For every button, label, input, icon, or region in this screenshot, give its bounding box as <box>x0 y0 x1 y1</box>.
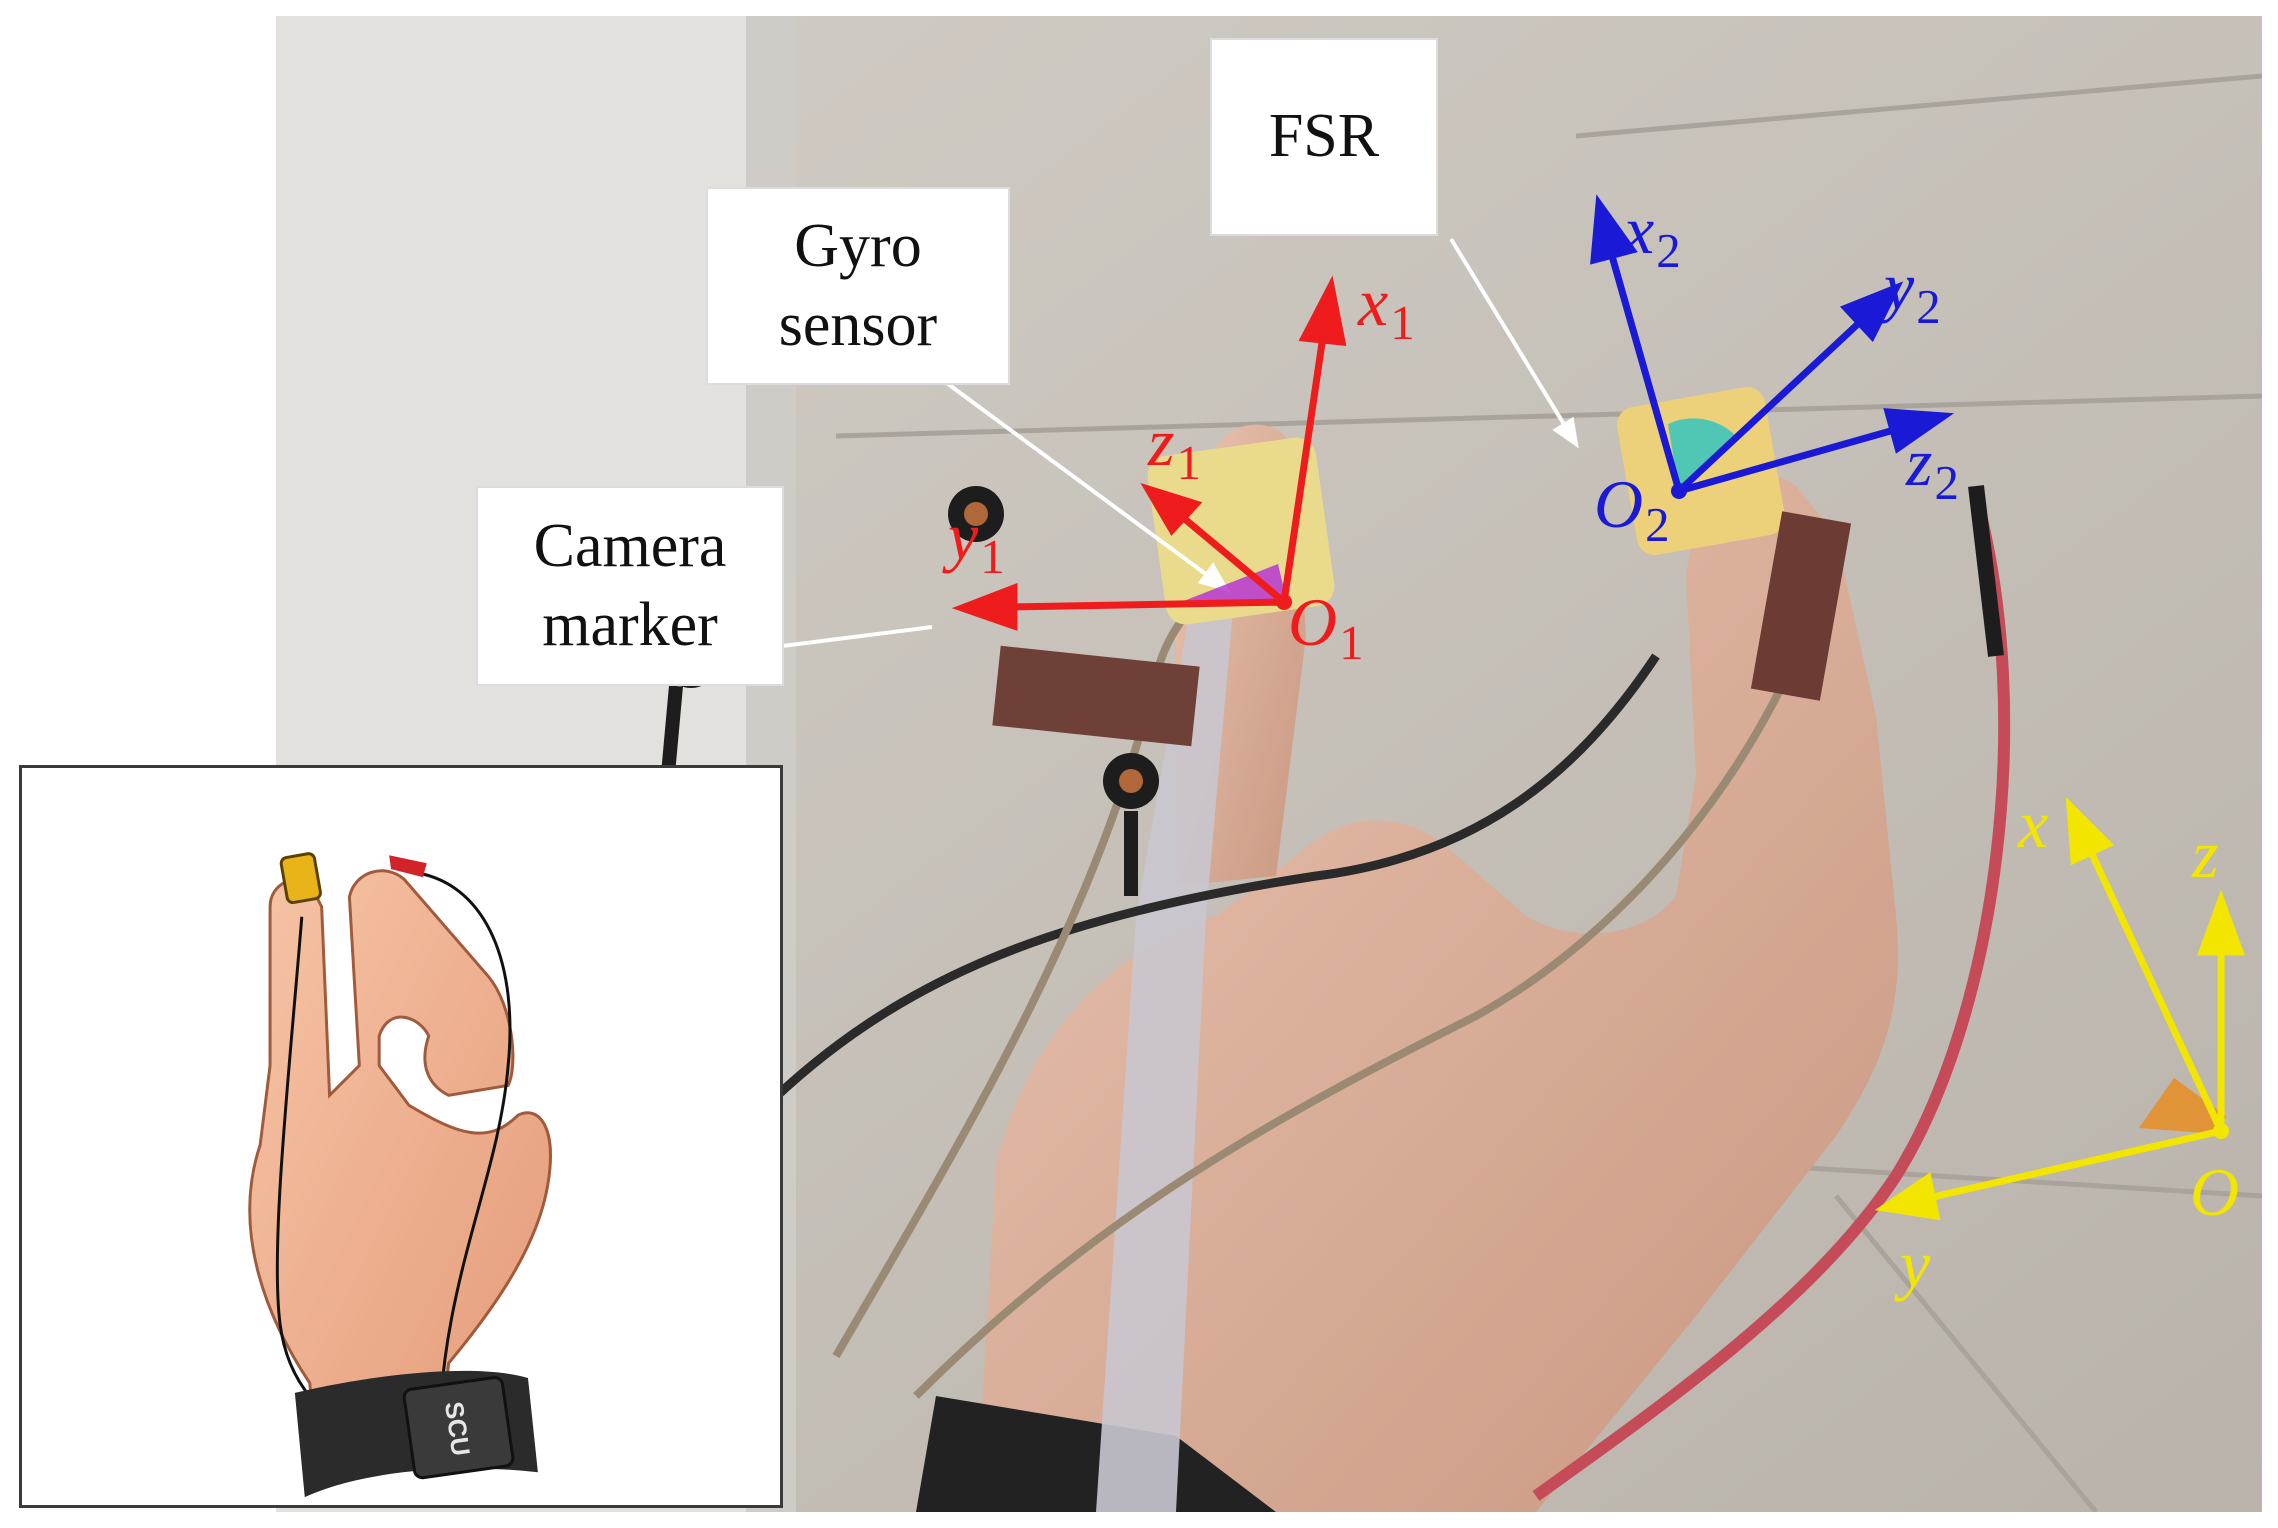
scu-box <box>402 1376 515 1480</box>
gyro-label-line1: Gyro <box>794 211 922 280</box>
frame1-y-label: y1 <box>948 498 1005 584</box>
frame1-z-label: z1 <box>1148 404 1201 490</box>
frame1-origin-label: O1 <box>1288 584 1364 670</box>
gyro-sensor-callout: Gyro sensor <box>706 187 1010 385</box>
frame2-axes <box>1590 194 1955 499</box>
hand-illustration-inset: SCU <box>19 765 783 1508</box>
fsr-label: FSR <box>1268 102 1380 171</box>
world-axes <box>1874 796 2246 1221</box>
gyro-label-line2: sensor <box>778 291 938 359</box>
frame2-x-label: x2 <box>1624 192 1681 278</box>
world-origin-label: O <box>2190 1154 2240 1230</box>
world-x-label: x <box>2018 786 2049 862</box>
frame2-origin-label: O2 <box>1594 466 1670 552</box>
frame1-x-label: x1 <box>1358 264 1415 350</box>
fsr-callout: FSR <box>1210 38 1438 236</box>
frame2-y-label: y2 <box>1884 248 1941 334</box>
hand-illustration: SCU <box>248 852 552 1498</box>
camera-marker-callout: Camera marker <box>476 486 784 686</box>
world-z-label: z <box>2192 816 2219 892</box>
world-y-label: y <box>1900 1226 1931 1302</box>
camera-label-line1: Camera <box>533 511 727 580</box>
hand-shape <box>248 869 552 1484</box>
frame2-z-label: z2 <box>1906 424 1959 510</box>
camera-label-line2: marker <box>542 591 718 659</box>
frame1-axes <box>951 275 1347 631</box>
